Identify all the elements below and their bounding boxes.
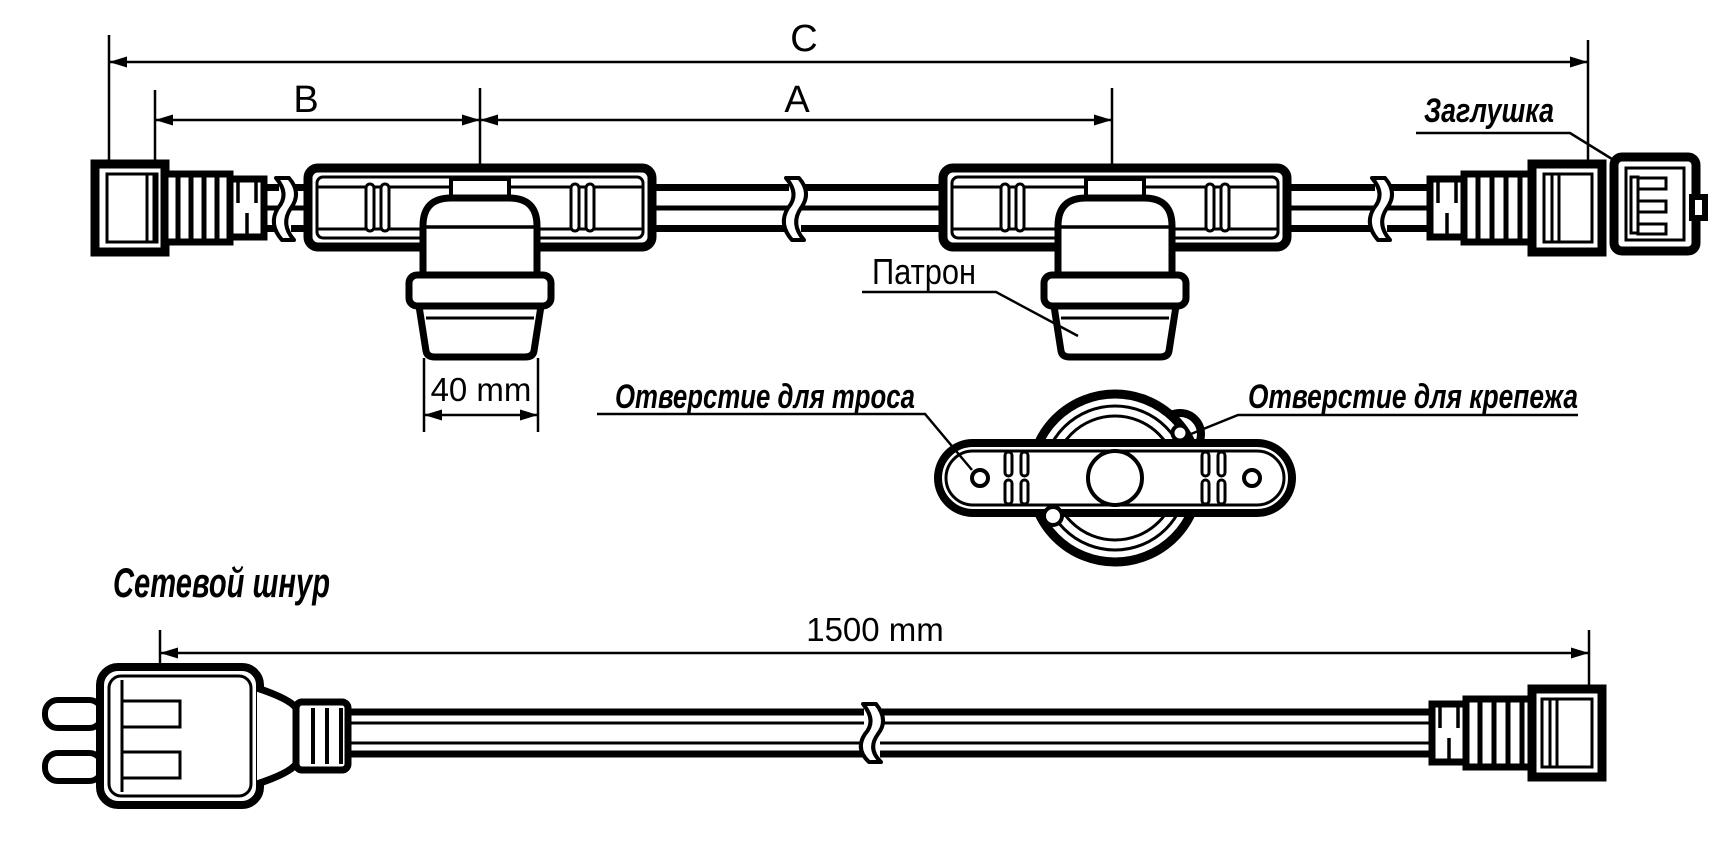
right-connector — [1426, 159, 1607, 257]
end-cap-drawing — [1609, 152, 1708, 256]
cable-break-mark — [781, 176, 808, 242]
cord-length-text: 1500 mm — [806, 611, 944, 648]
lamp-socket-right — [943, 168, 1287, 357]
dimension-a: A — [478, 79, 1114, 167]
power-cord-title: Сетевой шнур — [113, 559, 330, 606]
cable-break-mark — [858, 702, 885, 764]
mount-hole-label-text: Отверстие для крепежа — [1248, 378, 1578, 416]
socket-width-dimension: 40 mm — [422, 358, 540, 432]
cable-hole-label-text: Отверстие для троса — [615, 378, 915, 416]
dimension-a-label: A — [784, 79, 810, 121]
cord-connector-drawing — [1428, 684, 1607, 782]
socket-label-text: Патрон — [872, 251, 976, 292]
mount-hole — [1170, 423, 1190, 443]
belt-cable — [264, 176, 1430, 242]
mount-hole-label: Отверстие для крепежа — [1185, 378, 1578, 438]
dimension-c: C — [107, 18, 1590, 167]
socket-width-text: 40 mm — [431, 371, 532, 408]
dimension-c-label: C — [790, 18, 817, 60]
cable-hole-label: Отверстие для троса — [597, 378, 973, 471]
left-connector — [90, 159, 268, 257]
belt-light-drawing — [90, 152, 1708, 357]
euro-plug-drawing — [42, 663, 352, 809]
cable-break-mark — [1367, 176, 1394, 242]
dimension-b-label: B — [293, 79, 318, 121]
cable-hole — [970, 468, 990, 488]
lamp-socket-left — [308, 168, 652, 357]
socket-label: Патрон — [862, 251, 1079, 338]
mounting-bracket-drawing — [934, 389, 1296, 567]
end-cap-label-text: Заглушка — [1424, 92, 1554, 130]
dimension-b: B — [153, 79, 480, 166]
cable-break-mark — [271, 176, 298, 242]
end-cap-label: Заглушка — [1416, 92, 1613, 161]
power-cord-drawing — [42, 663, 1607, 809]
cord-cable — [348, 702, 1432, 764]
cord-length-dimension: 1500 mm — [158, 611, 1591, 689]
